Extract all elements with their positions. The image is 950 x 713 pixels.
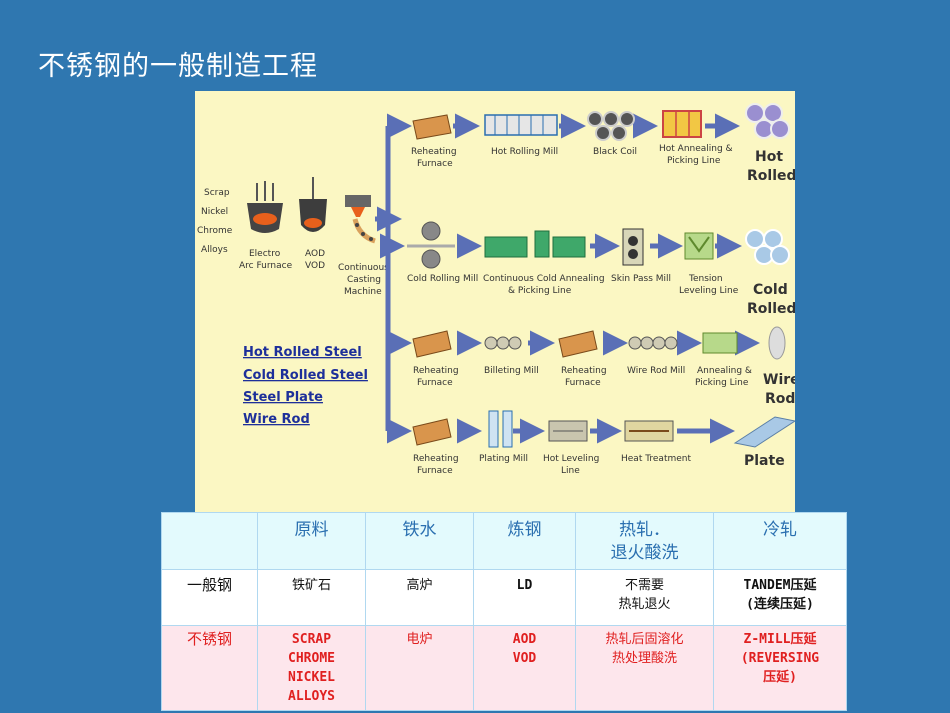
input-scrap: Scrap [204, 188, 230, 198]
link-cold-rolled-steel[interactable]: Cold Rolled Steel [243, 368, 368, 383]
cell-stainless-hot-metal: 电炉 [365, 625, 474, 711]
comparison-table: 原料 铁水 炼钢 热轧． 退火酸洗 冷轧 一般钢 铁矿石 高炉 LD 不需要 热… [161, 512, 847, 711]
r2-annealing-label-2: & Picking Line [508, 286, 572, 296]
casting-label-2: Casting [347, 275, 381, 285]
hot-rolling-mill-icon [484, 114, 558, 136]
heat-treatment-icon [624, 420, 674, 442]
electro-arc-label-1: Electro [249, 249, 281, 259]
r3-reheating1-label-2: Furnace [417, 378, 453, 388]
link-hot-rolled-steel[interactable]: Hot Rolled Steel [243, 345, 362, 360]
aod-label: AOD [305, 249, 325, 259]
electro-arc-furnace-icon [247, 181, 283, 233]
cold-rolled-product-2: Rolled [747, 301, 795, 317]
r3-billeting-label: Billeting Mill [484, 366, 539, 376]
tension-leveling-icon [684, 232, 714, 260]
link-steel-plate[interactable]: Steel Plate [243, 390, 323, 405]
cell-stainless-cold-rolling: Z-MILL压延 (REVERSING 压延) [713, 625, 847, 711]
wire-rod-icon [768, 326, 786, 360]
reheating-furnace-icon [412, 418, 452, 446]
r4-hot-leveling-label-2: Line [561, 466, 580, 476]
r2-annealing-label-1: Continuous Cold Annealing [483, 274, 605, 284]
hot-rolled-product-2: Rolled [747, 168, 795, 184]
r3-reheating2-label-1: Reheating [561, 366, 607, 376]
hot-leveling-line-icon [548, 420, 588, 442]
wire-rod-product-2: Rod [765, 391, 795, 407]
inputs-list: Scrap Nickel Chrome Alloys [197, 188, 233, 255]
r3-reheating1-label-1: Reheating [413, 366, 459, 376]
r3-annealing-label-1: Annealing & [697, 366, 752, 376]
continuous-casting-icon [345, 195, 376, 244]
header-empty-cell [161, 512, 258, 570]
cell-general-hot-rolling: 不需要 热轧退火 [575, 569, 714, 626]
cell-general-raw-material: 铁矿石 [257, 569, 366, 626]
wire-rod-product-1: Wire [763, 372, 795, 388]
electro-arc-label-2: Arc Furnace [239, 261, 293, 271]
row-label-stainless-steel: 不锈钢 [161, 625, 258, 711]
r2-tension-label-1: Tension [688, 274, 723, 284]
black-coil-icon [587, 111, 635, 141]
slide-title: 不锈钢的一般制造工程 [38, 51, 318, 82]
header-hot-rolling: 热轧． 退火酸洗 [575, 512, 714, 570]
r2-tension-label-2: Leveling Line [679, 286, 739, 296]
cold-rolling-mill-icon [407, 221, 455, 269]
reheating-furnace-icon [412, 330, 452, 358]
wire-rod-mill-icon [628, 336, 678, 350]
reheating-furnace-icon [558, 330, 598, 358]
cell-general-hot-metal: 高炉 [365, 569, 474, 626]
r1-hot-rolling-label: Hot Rolling Mill [491, 147, 558, 157]
table-row: 一般钢 铁矿石 高炉 LD 不需要 热轧退火 TANDEM压延 (连续压延) [161, 569, 847, 626]
input-alloys: Alloys [201, 245, 228, 255]
header-raw-material: 原料 [257, 512, 366, 570]
hot-annealing-line-icon [662, 110, 702, 138]
continuous-cold-annealing-icon [484, 230, 586, 258]
r4-reheating-label-2: Furnace [417, 466, 453, 476]
r4-plating-label: Plating Mill [479, 454, 528, 464]
header-hot-metal: 铁水 [365, 512, 474, 570]
aod-vod-icon [299, 177, 327, 232]
hot-rolled-product-1: Hot [755, 149, 783, 165]
r2-cold-rolling-label: Cold Rolling Mill [407, 274, 478, 284]
cold-rolled-coils-icon [745, 229, 790, 265]
r1-black-coil-label: Black Coil [593, 147, 637, 157]
cold-rolled-product-1: Cold [753, 282, 788, 298]
annealing-line-icon [702, 332, 738, 354]
r4-reheating-label-1: Reheating [413, 454, 459, 464]
header-steelmaking: 炼钢 [473, 512, 576, 570]
plate-product: Plate [744, 453, 785, 469]
billeting-mill-icon [484, 336, 522, 350]
cell-stainless-raw-material: SCRAP CHROME NICKEL ALLOYS [257, 625, 366, 711]
r1-annealing-label-2: Picking Line [667, 156, 721, 166]
cell-general-steelmaking: LD [473, 569, 576, 626]
table-header-row: 原料 铁水 炼钢 热轧． 退火酸洗 冷轧 [161, 512, 847, 570]
r2-skin-pass-label: Skin Pass Mill [611, 274, 671, 284]
r3-annealing-label-2: Picking Line [695, 378, 749, 388]
r3-reheating2-label-2: Furnace [565, 378, 601, 388]
r4-hot-leveling-label-1: Hot Leveling [543, 454, 599, 464]
flow-lines [375, 113, 760, 444]
plating-mill-icon [488, 410, 513, 448]
r1-reheating-label-1: Reheating [411, 147, 457, 157]
vod-label: VOD [305, 261, 325, 271]
r1-reheating-label-2: Furnace [417, 159, 453, 169]
hot-rolled-coils-icon [745, 103, 790, 139]
casting-label-3: Machine [344, 287, 382, 297]
header-cold-rolling: 冷轧 [713, 512, 847, 570]
link-wire-rod[interactable]: Wire Rod [243, 412, 310, 427]
cell-general-cold-rolling: TANDEM压延 (连续压延) [713, 569, 847, 626]
table-row: 不锈钢 SCRAP CHROME NICKEL ALLOYS 电炉 AOD VO… [161, 625, 847, 711]
skin-pass-mill-icon [622, 228, 644, 266]
casting-label-1: Continuous [338, 263, 389, 273]
input-chrome: Chrome [197, 226, 233, 236]
r4-heat-treatment-label: Heat Treatment [621, 454, 691, 464]
cell-stainless-hot-rolling: 热轧后固溶化 热处理酸洗 [575, 625, 714, 711]
process-flow-diagram: Scrap Nickel Chrome Alloys Electro Arc F… [195, 91, 795, 516]
row-label-general-steel: 一般钢 [161, 569, 258, 626]
plate-icon [733, 416, 795, 448]
input-nickel: Nickel [201, 207, 228, 217]
r3-wire-rod-mill-label: Wire Rod Mill [627, 366, 685, 376]
reheating-furnace-icon [412, 114, 452, 140]
cell-stainless-steelmaking: AOD VOD [473, 625, 576, 711]
r1-annealing-label-1: Hot Annealing & [659, 144, 733, 154]
